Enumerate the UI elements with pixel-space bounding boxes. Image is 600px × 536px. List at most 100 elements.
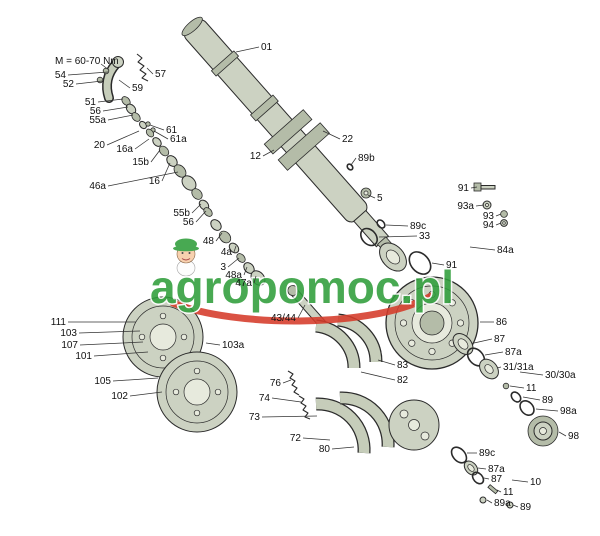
part-label-30/30a: 30/30a: [545, 370, 576, 381]
leader-line: [473, 338, 493, 344]
leader-line: [227, 257, 240, 268]
watermark-group: agropomoc.pl: [148, 238, 456, 325]
part-label-103a: 103a: [222, 340, 245, 351]
hub-bore: [385, 249, 401, 265]
part-label-12: 12: [250, 151, 262, 162]
screw-part: [487, 484, 499, 495]
axle-collar: [249, 94, 279, 122]
leader-line: [205, 342, 221, 346]
part-label-80: 80: [319, 444, 331, 455]
bolt-shank: [480, 185, 496, 190]
leader-line: [331, 446, 355, 450]
leader-line: [484, 351, 504, 356]
mascot-eye: [188, 252, 191, 254]
part-label-93: 93: [483, 211, 495, 222]
leader-line: [243, 266, 248, 276]
ball-part: [145, 121, 151, 127]
backing-plate-bore: [183, 378, 211, 406]
leader-line: [522, 396, 541, 401]
part-label-10: 10: [530, 477, 542, 488]
part-label-61: 61: [166, 125, 178, 136]
washer-part: [236, 253, 246, 263]
part-label-61a: 61a: [170, 134, 187, 145]
return-spring: [298, 395, 311, 420]
part-label-48: 48: [203, 236, 215, 247]
washer-part: [158, 145, 170, 157]
part-label-89: 89: [520, 502, 532, 513]
plate-hole: [172, 388, 180, 396]
seal-ring: [346, 163, 354, 171]
plate-hole: [193, 409, 201, 417]
washer-part: [228, 242, 240, 254]
brake-shoe: [315, 398, 370, 454]
leader-line: [97, 98, 124, 103]
leader-line: [195, 210, 207, 223]
part-label-102: 102: [111, 391, 128, 402]
leader-line: [558, 431, 567, 437]
steering-arm-eye: [112, 56, 124, 68]
part-label-16: 16: [149, 176, 161, 187]
part-label-98a: 98a: [560, 406, 577, 417]
stud-hole: [456, 319, 465, 327]
watermark-text: agropomoc.pl: [150, 261, 454, 313]
leader-line: [350, 157, 357, 166]
leader-line: [519, 371, 544, 376]
part-label-73: 73: [249, 412, 261, 423]
o-ring: [471, 471, 485, 485]
washer-part: [479, 496, 487, 504]
return-spring: [287, 370, 300, 396]
washer-hole: [485, 203, 489, 207]
plate-hole: [159, 354, 167, 362]
leader-line: [262, 149, 275, 157]
part-label-54: 54: [55, 70, 67, 81]
leader-line: [495, 222, 502, 226]
brake-shoes-group: [287, 313, 440, 454]
leader-line: [282, 379, 292, 384]
part-label-107: 107: [61, 340, 78, 351]
leader-line: [302, 437, 331, 441]
washer-hole: [502, 221, 506, 225]
leader-line: [112, 377, 159, 382]
leader-line: [146, 67, 154, 75]
part-label-87: 87: [491, 474, 503, 485]
leader-line: [483, 477, 490, 480]
part-label-89a: 89a: [494, 498, 511, 509]
part-label-4a: 4a: [221, 247, 233, 258]
part-label-33: 33: [419, 231, 431, 242]
washer-part: [218, 230, 232, 244]
leader-line: [477, 467, 487, 470]
anchor-plate-hole: [399, 409, 409, 419]
note-leader-line: [100, 63, 110, 71]
watermark-swoosh: [169, 292, 435, 325]
leader-line: [106, 130, 140, 146]
leader-line: [118, 79, 131, 89]
seal-ring-hole: [467, 464, 475, 472]
part-label-01: 01: [261, 42, 273, 53]
screw-part: [502, 382, 510, 390]
steering-arm: [103, 60, 120, 102]
drum-ring: [394, 285, 470, 361]
leader-line: [233, 245, 237, 253]
leader-line: [385, 224, 409, 227]
part-label-72: 72: [290, 433, 302, 444]
o-ring: [510, 391, 522, 403]
leader-line: [496, 366, 502, 369]
leader-line: [102, 106, 129, 112]
axle-beam-group: [181, 16, 401, 262]
leader-line: [475, 204, 485, 207]
part-label-5: 5: [377, 193, 383, 204]
leader-line: [512, 504, 519, 508]
part-label-56: 56: [90, 106, 102, 117]
leader-line: [129, 391, 163, 397]
part-label-83: 83: [397, 360, 409, 371]
axle-beam-end: [181, 16, 203, 37]
part-label-89c: 89c: [410, 221, 426, 232]
washer-part: [203, 207, 213, 217]
leader-line: [535, 408, 559, 412]
hub-parts-group: [450, 333, 559, 509]
part-label-89c: 89c: [479, 448, 495, 459]
stud-hole: [448, 299, 456, 307]
stud-hole: [428, 347, 436, 356]
